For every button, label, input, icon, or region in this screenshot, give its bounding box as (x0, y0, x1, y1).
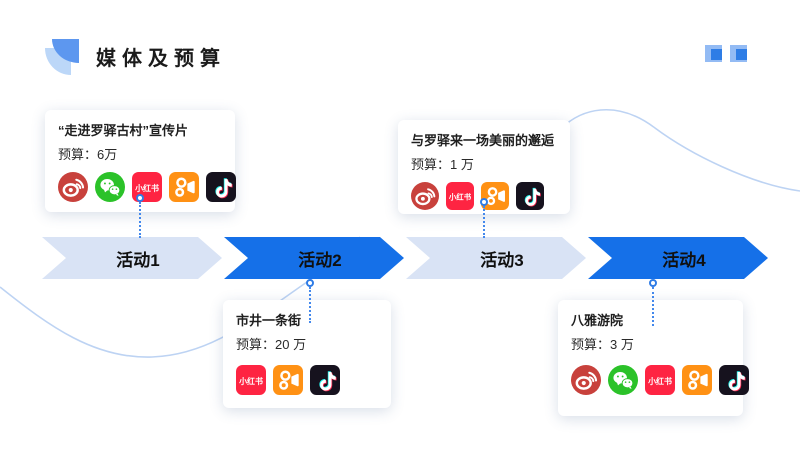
arrow-label: 活动3 (480, 250, 524, 270)
activity-card-4: 八雅游院 预算：3 万 (558, 300, 749, 416)
connector-line (652, 287, 654, 326)
card-budget: 预算：6万 (58, 146, 118, 162)
connector-arrow4-card4 (648, 279, 658, 326)
platform-icons: 小红书 (236, 364, 378, 395)
connector-dot (136, 194, 144, 202)
corner-deco-squares (705, 45, 747, 62)
connector-card1-arrow1 (135, 194, 145, 238)
douyin-icon (206, 171, 236, 202)
activity-arrow-1: 活动1 (42, 237, 222, 279)
activity-card-2: 市井一条街 预算：20 万 小红书 (223, 300, 391, 408)
connector-dot (649, 279, 657, 287)
weibo-icon (58, 171, 88, 202)
activity-arrow-3: 活动3 (406, 237, 586, 279)
wechat-icon (95, 171, 125, 202)
kuaishou-icon (481, 181, 509, 210)
weibo-icon (571, 364, 601, 395)
douyin-icon (719, 364, 749, 395)
card-title: “走进罗驿古村”宣传片 (58, 123, 189, 138)
platform-icons: 小红书 (58, 171, 236, 202)
xiaohongshu-icon: 小红书 (645, 364, 675, 395)
connector-dot (480, 198, 488, 206)
card-budget: 预算：3 万 (571, 336, 634, 352)
xiaohongshu-icon: 小红书 (446, 181, 474, 210)
card-title: 八雅游院 (571, 313, 624, 328)
connector-line (483, 206, 485, 238)
platform-icons: 小红书 (571, 364, 749, 395)
arrow-label: 活动4 (662, 250, 706, 270)
svg-text:小红书: 小红书 (449, 191, 472, 201)
svg-text:小红书: 小红书 (134, 182, 159, 192)
connector-line (139, 202, 141, 238)
activity-card-3: 与罗驿来一场美丽的邂逅 预算：1 万 小红书 (398, 120, 570, 214)
card-budget: 预算：1 万 (411, 156, 474, 172)
weibo-icon (411, 181, 439, 210)
activity-arrow-4: 活动4 (588, 237, 768, 279)
card-title: 市井一条街 (236, 313, 302, 328)
kuaishou-icon (169, 171, 199, 202)
curve-right (555, 109, 800, 192)
kuaishou-icon (682, 364, 712, 395)
page-title: 媒体及预算 (96, 48, 226, 70)
connector-dot (306, 279, 314, 287)
svg-text:小红书: 小红书 (647, 375, 672, 385)
xiaohongshu-icon: 小红书 (236, 364, 266, 395)
kuaishou-icon (273, 364, 303, 395)
platform-icons: 小红书 (411, 181, 557, 210)
arrow-label: 活动1 (116, 250, 160, 270)
wechat-icon (608, 364, 638, 395)
card-title: 与罗驿来一场美丽的邂逅 (411, 133, 555, 148)
quarter-circle-logo (45, 39, 81, 77)
deco-square (705, 45, 722, 62)
deco-square (730, 45, 747, 62)
connector-line (309, 287, 311, 323)
svg-text:小红书: 小红书 (238, 375, 263, 385)
arrow-label: 活动2 (298, 250, 342, 270)
card-budget: 预算：20 万 (236, 336, 307, 352)
connector-arrow2-card2 (305, 279, 315, 323)
activity-arrow-2: 活动2 (224, 237, 404, 279)
douyin-icon (310, 364, 340, 395)
douyin-icon (516, 181, 544, 210)
connector-card3-arrow3 (479, 198, 489, 238)
